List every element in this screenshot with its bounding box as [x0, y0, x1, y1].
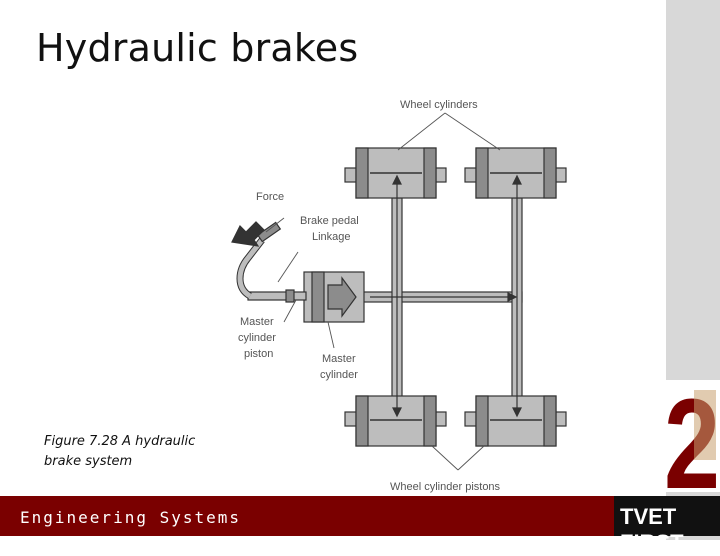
wheel-cylinder-top-right: [464, 147, 567, 199]
label-master-cylinder-line2: cylinder: [320, 369, 358, 381]
wheel-cylinder-bottom-right: [464, 395, 567, 447]
label-leaders: [265, 112, 501, 471]
pressure-arrows: [370, 174, 522, 418]
wheel-cylinder-top-left: [344, 147, 447, 199]
label-wheel-cylinder-pistons: Wheel cylinder pistons: [390, 481, 501, 493]
figure-caption: Figure 7.28 A hydraulic brake system: [44, 434, 196, 469]
label-wheel-cylinders: Wheel cylinders: [400, 99, 478, 111]
label-master-cylinder-piston-line1: Master: [240, 316, 274, 328]
wheel-cylinder-bottom-left: [344, 395, 447, 447]
master-cylinder: [303, 271, 365, 323]
label-force: Force: [256, 191, 284, 203]
footer-title: Engineering Systems: [20, 508, 242, 527]
label-master-cylinder-line1: Master: [322, 353, 356, 365]
footer-logo-box: [614, 496, 720, 536]
label-master-cylinder-piston-line2: cylinder: [238, 332, 276, 344]
label-master-cylinder-piston-line3: piston: [244, 348, 273, 360]
footer-bar: [0, 496, 616, 536]
tvet-numeral-logo: 2: [664, 380, 720, 492]
slide-title: Hydraulic brakes: [36, 26, 359, 70]
label-brake-pedal: Brake pedal: [300, 215, 359, 227]
label-linkage: Linkage: [312, 231, 351, 243]
footer-logo-text: TVET FIRST: [620, 504, 684, 555]
brake-pedal-linkage: [231, 221, 307, 303]
hydraulic-brake-diagram: Wheel cylinders Force Brake pedal Linkag…: [231, 99, 567, 493]
brake-lines: [361, 197, 523, 419]
